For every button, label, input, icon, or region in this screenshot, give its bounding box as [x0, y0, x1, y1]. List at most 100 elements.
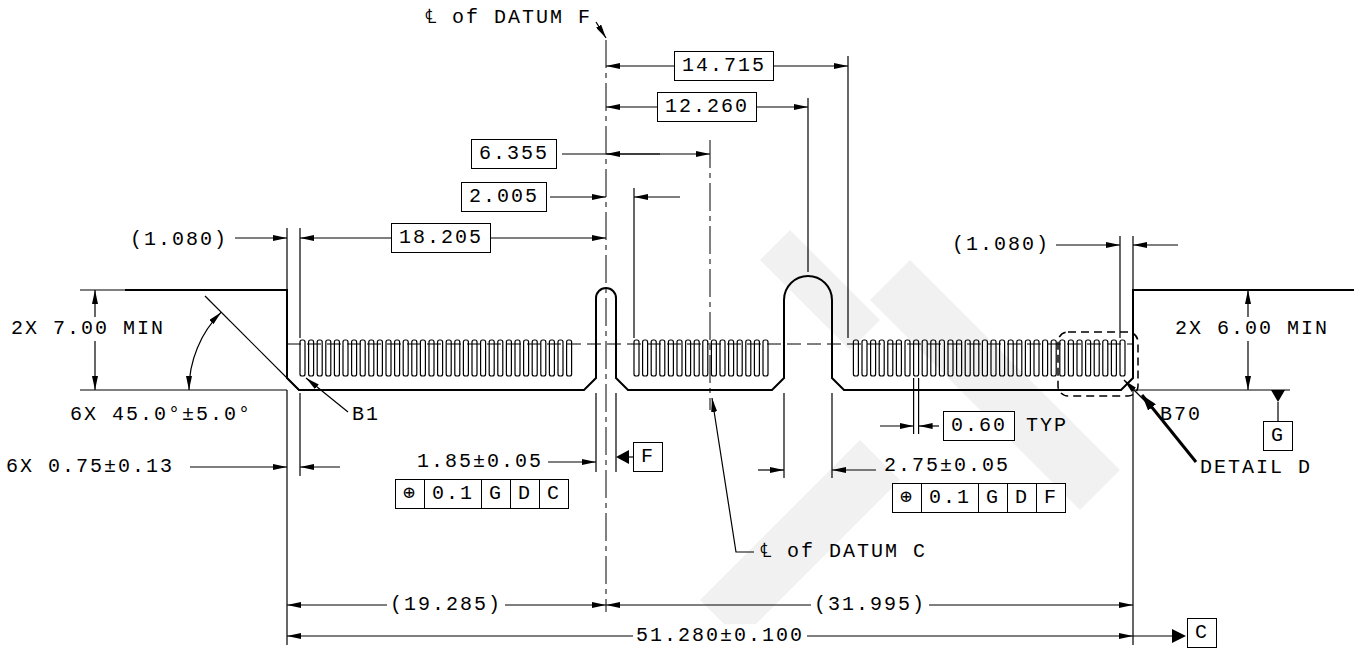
contact-pad — [541, 340, 546, 376]
contact-pad — [720, 340, 725, 376]
extension-line — [80, 289, 125, 290]
contact-pad — [862, 340, 867, 376]
contact-pad — [1034, 340, 1039, 376]
dimension-line — [634, 196, 680, 197]
contact-pad — [677, 340, 682, 376]
contact-pad — [1008, 340, 1013, 376]
datum-letter: G — [1264, 422, 1292, 450]
contact-pad — [982, 340, 987, 376]
extension-line — [286, 390, 287, 645]
contact-pad — [403, 340, 408, 376]
contact-pad — [395, 340, 400, 376]
contact-pad — [879, 340, 884, 376]
watermark-band — [760, 230, 880, 350]
contact-pad — [948, 340, 953, 376]
contact-pad — [377, 340, 382, 376]
datum-note: ℄ of DATUM F — [425, 6, 592, 30]
feature-control-frame: ⊕0.1GDF — [892, 483, 1066, 513]
dimension-text: 2X 7.00 MIN — [8, 317, 168, 341]
leader-line — [712, 398, 754, 552]
contact-pad — [1103, 340, 1108, 376]
extension-line — [286, 228, 287, 290]
contact-pad — [1043, 340, 1048, 376]
contact-pad — [974, 340, 979, 376]
leader-line — [306, 378, 348, 412]
leader-line — [596, 22, 606, 38]
extension-line — [1132, 236, 1133, 290]
datum-feature-box: F — [633, 442, 663, 472]
dimension-value: 14.715 — [675, 52, 773, 80]
dimension-value: 18.205 — [392, 224, 490, 252]
datum-triangle — [1271, 390, 1285, 402]
datum-triangle — [616, 450, 629, 464]
dimension-text: 1.85±0.05 — [417, 450, 543, 474]
extension-line — [847, 56, 848, 338]
card-outline — [125, 276, 1354, 390]
basic-dimension-box: 14.715 — [674, 51, 774, 81]
contact-pad — [472, 340, 477, 376]
contact-pad — [905, 340, 910, 376]
reference-dimension: (19.285) — [387, 593, 505, 617]
reference-dimension: (1.080) — [130, 228, 228, 252]
contact-pad — [703, 340, 708, 376]
frame-cell: ⊕ — [396, 480, 424, 508]
chamfer-leader — [205, 296, 299, 390]
basic-dimension-box: 6.355 — [471, 139, 557, 169]
dimension-line — [832, 469, 876, 470]
contact-pad — [1077, 340, 1082, 376]
contact-pad — [1086, 340, 1091, 376]
extension-line — [299, 393, 300, 476]
watermark-band — [870, 260, 1120, 510]
contact-pad — [567, 340, 572, 376]
extension-line — [633, 188, 634, 338]
basic-dimension-box: 2.005 — [461, 182, 547, 212]
dimension-text: 2X 6.00 MIN — [1172, 317, 1332, 341]
contact-pad — [515, 340, 520, 376]
dimension-line — [548, 461, 596, 462]
frame-cell: D — [1007, 484, 1036, 512]
extension-line — [1132, 390, 1133, 645]
datum-feature-box: C — [1187, 618, 1217, 648]
dimension-line — [758, 469, 784, 470]
contact-pad — [871, 340, 876, 376]
contact-pad — [660, 340, 665, 376]
contact-pad — [1068, 340, 1073, 376]
contact-pad — [729, 340, 734, 376]
angle-arc — [189, 312, 221, 390]
contact-pad — [386, 340, 391, 376]
contact-pad — [931, 340, 936, 376]
frame-cell: D — [510, 480, 539, 508]
detail-boundary — [1058, 332, 1138, 396]
contact-pad — [694, 340, 699, 376]
dimension-line — [606, 153, 660, 154]
contact-pad — [1017, 340, 1022, 376]
dimension-line — [919, 425, 939, 426]
contact-pad — [965, 340, 970, 376]
contact-pad — [489, 340, 494, 376]
contact-pad — [763, 340, 768, 376]
frame-cell: ⊕ — [893, 484, 921, 512]
contact-pad — [369, 340, 374, 376]
datum-note: ℄ of DATUM C — [760, 540, 927, 564]
contact-pad — [711, 340, 716, 376]
contact-pad — [549, 340, 554, 376]
dimension-value: 2.005 — [462, 183, 546, 211]
contact-pad — [300, 340, 305, 376]
dimension-value: 6.355 — [472, 140, 556, 168]
pin-name: B1 — [352, 403, 380, 427]
extension-line — [80, 389, 287, 390]
extension-line — [831, 393, 832, 478]
contact-pad — [746, 340, 751, 376]
contact-pad — [939, 340, 944, 376]
contact-pad — [643, 340, 648, 376]
contact-pad — [446, 340, 451, 376]
datum-letter: F — [634, 443, 662, 471]
dimension-line — [190, 466, 287, 467]
contact-pad — [326, 340, 331, 376]
contact-pad — [1094, 340, 1099, 376]
extension-line — [807, 98, 808, 272]
contact-pad — [558, 340, 563, 376]
basic-dimension-box: 12.260 — [657, 92, 757, 122]
angle-dimension: 6X 45.0°±5.0° — [70, 403, 252, 427]
contact-pad — [853, 340, 858, 376]
